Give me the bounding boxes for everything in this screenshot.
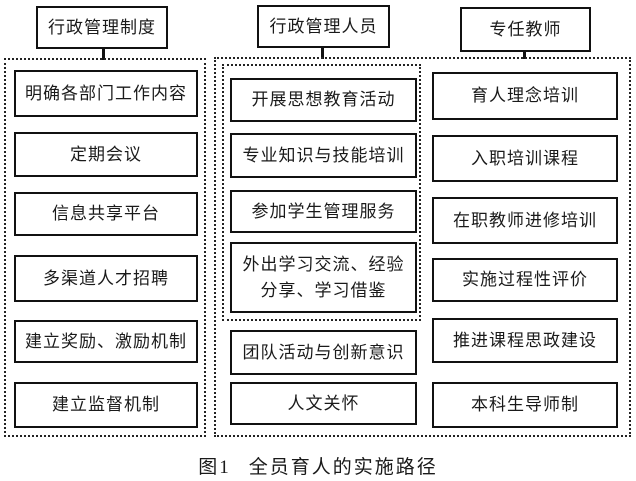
figure-caption: 图1 全员育人的实施路径 — [0, 452, 636, 479]
node-team-activity-innovation: 团队活动与创新意识 — [230, 330, 417, 375]
node-info-sharing-platform: 信息共享平台 — [14, 192, 198, 236]
node-onboarding-courses: 入职培训课程 — [432, 135, 618, 182]
figure-caption-title: 全员育人的实施路径 — [248, 457, 438, 478]
node-regular-meetings: 定期会议 — [14, 132, 198, 177]
dashed-group-staff-and-teachers — [214, 57, 631, 437]
node-process-evaluation: 实施过程性评价 — [432, 258, 618, 302]
connector-line-right — [523, 52, 526, 59]
node-knowledge-skill-training: 专业知识与技能培训 — [230, 133, 417, 178]
node-curriculum-ideology-construction: 推进课程思政建设 — [432, 318, 618, 363]
node-external-exchange-learning: 外出学习交流、经验分享、学习借鉴 — [230, 242, 417, 313]
node-inservice-teacher-training: 在职教师进修培训 — [432, 197, 618, 244]
node-undergraduate-tutor-system: 本科生导师制 — [432, 382, 618, 428]
node-supervision-mechanism: 建立监督机制 — [14, 382, 198, 428]
header-admin-staff: 行政管理人员 — [257, 5, 390, 48]
connector-line-left — [102, 49, 105, 60]
dashed-subgroup-admin-staff — [222, 64, 421, 321]
node-education-philosophy-training: 育人理念培训 — [432, 72, 618, 120]
node-reward-incentive-mechanism: 建立奖励、激励机制 — [14, 320, 198, 363]
figure-caption-number: 图1 — [198, 457, 231, 478]
header-fulltime-teachers: 专任教师 — [460, 7, 591, 52]
dashed-group-admin-system — [4, 58, 206, 437]
node-multichannel-recruiting: 多渠道人才招聘 — [14, 255, 198, 302]
node-humanistic-care: 人文关怀 — [230, 382, 417, 425]
node-department-duties: 明确各部门工作内容 — [14, 70, 198, 117]
node-ideological-education: 开展思想教育活动 — [230, 78, 417, 122]
node-student-management-service: 参加学生管理服务 — [230, 190, 417, 233]
header-admin-system: 行政管理制度 — [36, 6, 168, 49]
connector-line-middle — [321, 48, 324, 59]
